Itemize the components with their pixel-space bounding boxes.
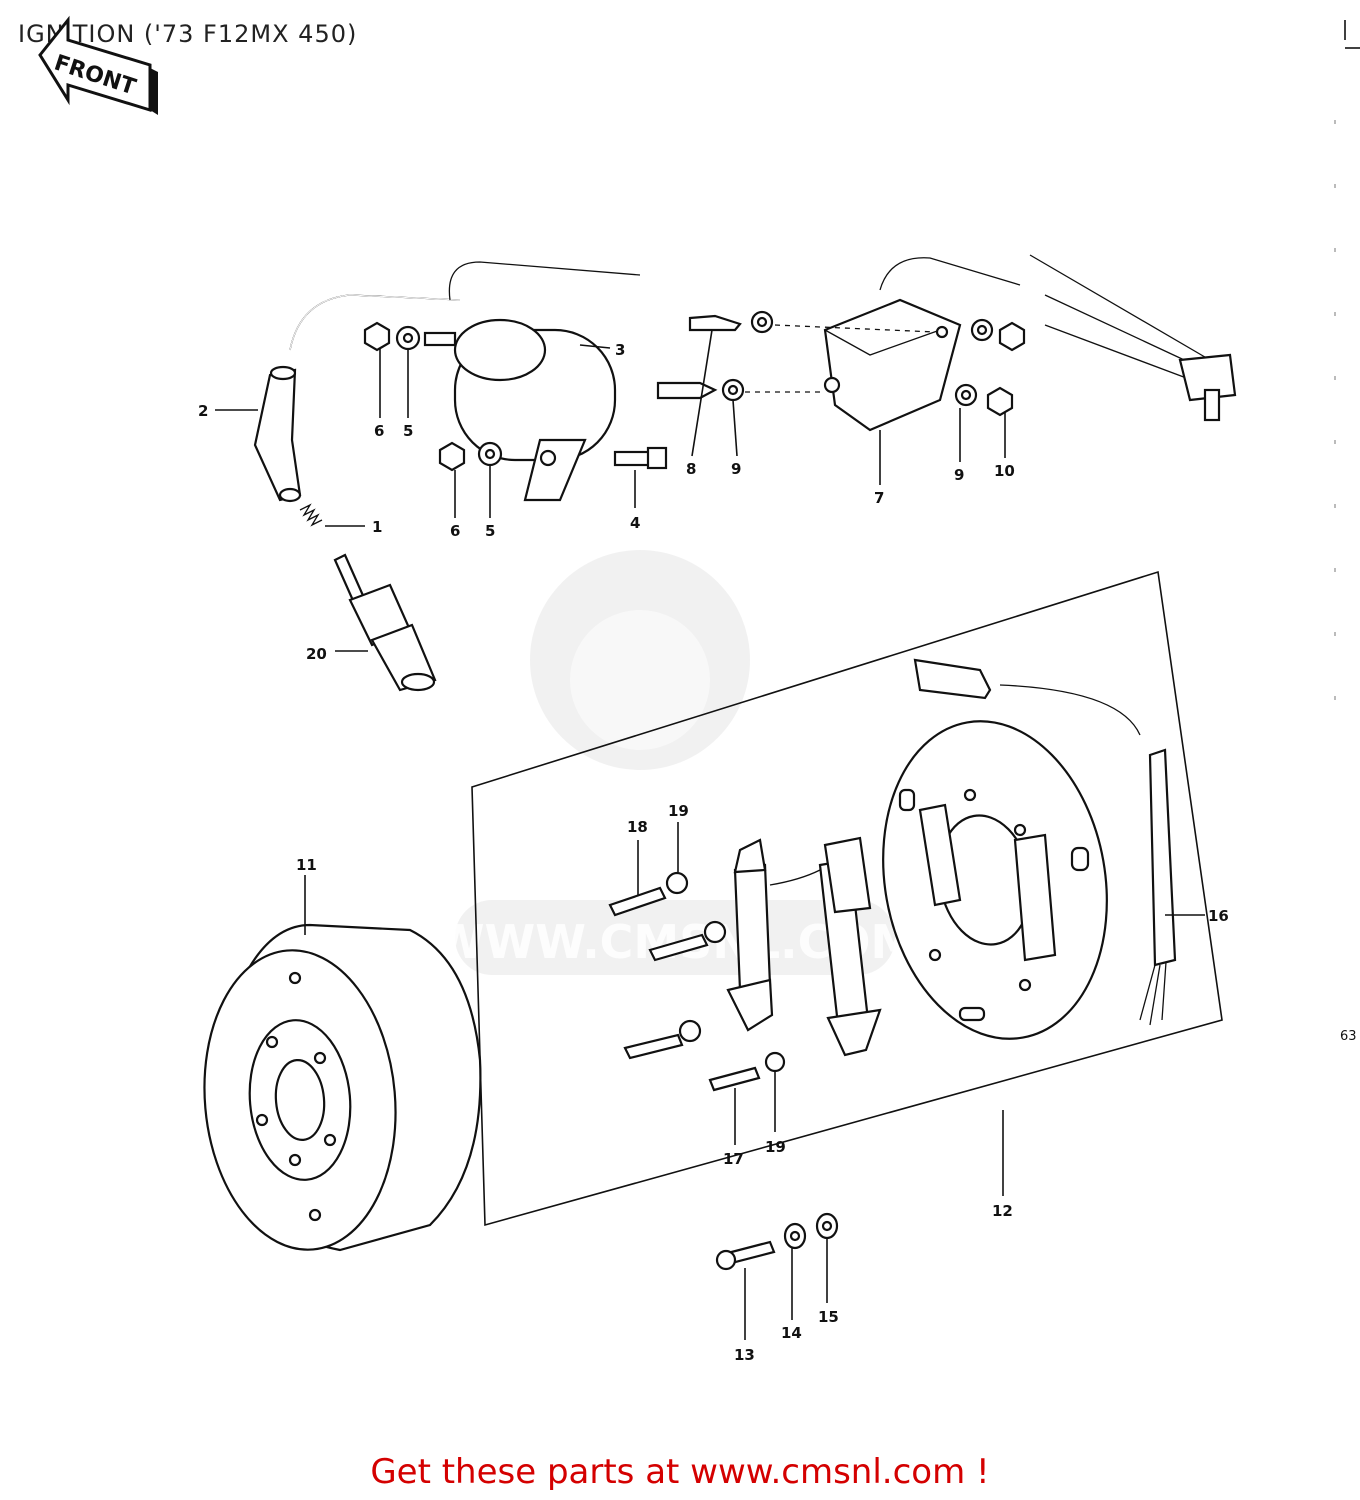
callout-19b: 19 [765, 1138, 786, 1156]
corner-code: 63 [1340, 1029, 1357, 1044]
ignition-coil [448, 261, 641, 502]
source-coils [726, 836, 882, 1057]
callout-5a: 5 [403, 422, 413, 440]
callout-11: 11 [296, 856, 317, 874]
leader-lines [215, 329, 1205, 1340]
callout-18: 18 [627, 818, 648, 836]
callout-12: 12 [992, 1202, 1013, 1220]
callout-1: 1 [372, 518, 382, 536]
edge-marks: 63 [1334, 20, 1360, 1044]
spark-plug [333, 553, 437, 692]
stator-plate [882, 658, 1177, 1040]
callout-9a: 9 [731, 460, 741, 478]
callout-15: 15 [818, 1308, 839, 1326]
front-arrow-icon: FRONT [38, 15, 158, 115]
spring [299, 503, 323, 527]
callout-7: 7 [874, 489, 884, 507]
callout-9b: 9 [954, 466, 964, 484]
callout-19a: 19 [668, 802, 689, 820]
callout-4: 4 [630, 514, 640, 532]
callout-13: 13 [734, 1346, 755, 1364]
callout-8: 8 [686, 460, 696, 478]
coil-hardware [363, 321, 668, 472]
callout-6a: 6 [374, 422, 384, 440]
callout-2: 2 [198, 402, 208, 420]
callout-16: 16 [1208, 907, 1229, 925]
callout-20: 20 [306, 645, 327, 663]
callouts: 1 2 3 4 5 5 6 6 7 8 9 9 10 11 12 13 14 1… [198, 341, 1229, 1364]
callout-14: 14 [781, 1324, 802, 1342]
callout-3: 3 [615, 341, 625, 359]
wire-harness-connector [1029, 254, 1237, 422]
footer-link-text[interactable]: Get these parts at www.cmsnl.com ! [370, 1452, 990, 1492]
callout-17: 17 [723, 1150, 744, 1168]
spark-plug-cap [253, 294, 461, 503]
callout-6b: 6 [450, 522, 460, 540]
flywheel-rotor [203, 923, 482, 1252]
callout-10: 10 [994, 462, 1015, 480]
cdi-unit [656, 257, 1026, 432]
stator-mount-bolt-set [715, 1212, 839, 1271]
callout-5b: 5 [485, 522, 495, 540]
stator-screws [608, 871, 786, 1092]
